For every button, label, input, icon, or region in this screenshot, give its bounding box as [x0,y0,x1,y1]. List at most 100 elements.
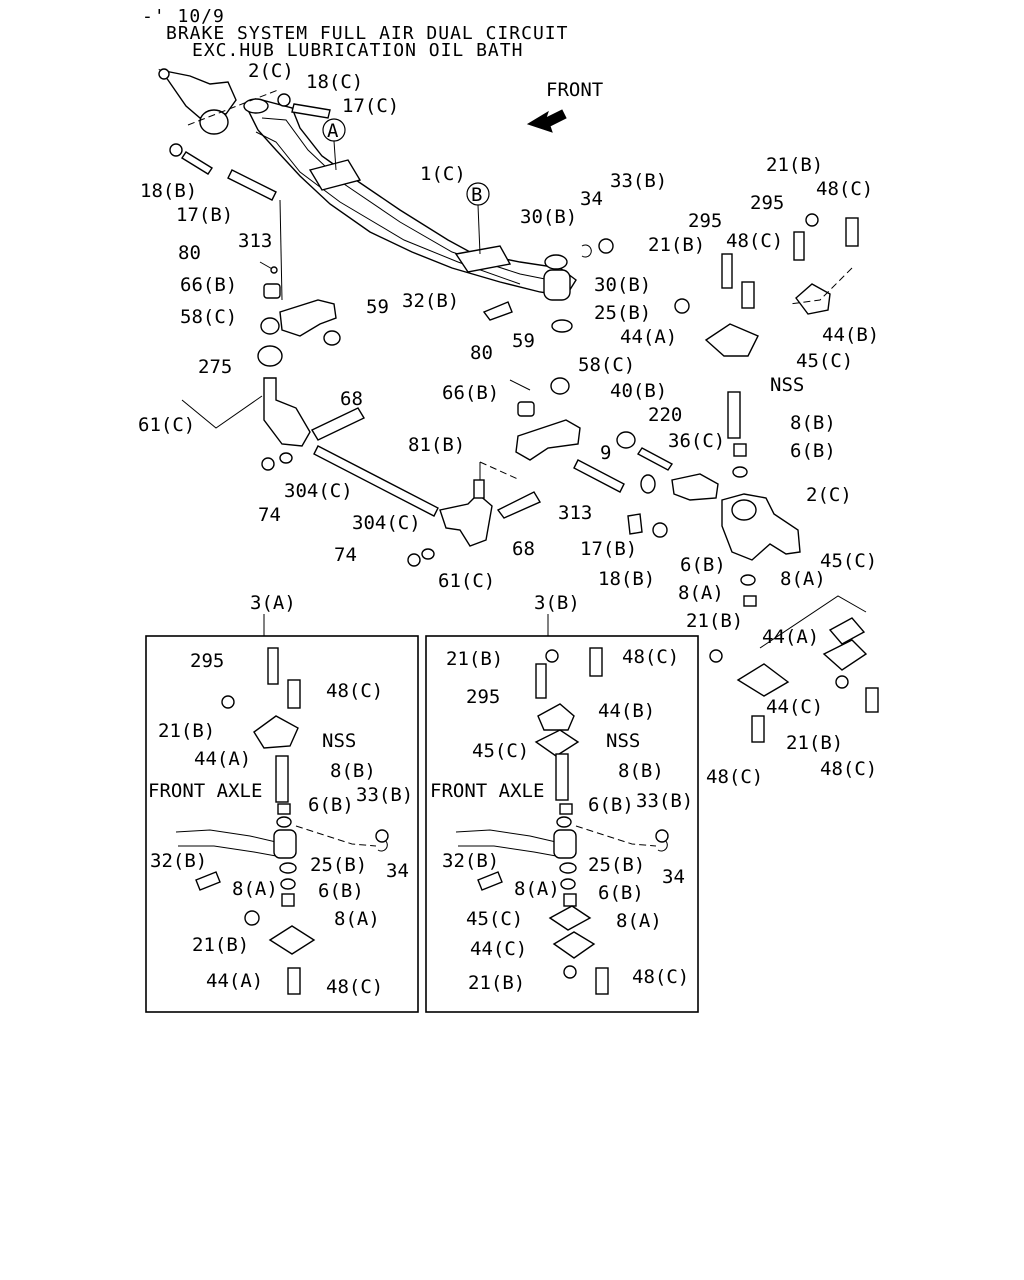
inset-b-label-45c-top: 45(C) [472,740,529,762]
label-8b-tr: 8(B) [790,412,836,434]
plate-45c-right [828,617,866,645]
label-6b-tr: 6(B) [790,440,836,462]
svg-text:B: B [471,184,482,206]
inset-a-label-6b-top: 6(B) [308,794,354,816]
stud-17b-mid [627,513,643,535]
inset-a-label-44a-top: 44(A) [194,748,251,770]
washer-58c-left [260,317,280,335]
fitting-21b-tr2 [805,213,819,227]
callout-a: A [322,118,346,171]
nut-18c [277,93,291,107]
inset-a-label-8a-left: 8(A) [232,878,278,900]
nut-33b-top [598,238,614,254]
inset-a-label-21b-top: 21(B) [158,720,215,742]
bolt-48c-right [751,715,765,743]
cotter-pin-80-left [259,261,278,274]
label-17c-top: 17(C) [342,95,399,117]
inset-b-label-48c-top: 48(C) [622,646,679,668]
label-8a-r1: 8(A) [678,582,724,604]
bushing-40b [616,431,636,449]
label-45c-r: 45(C) [820,550,877,572]
steering-arm-mid [515,419,581,461]
label-313-left: 313 [238,230,272,252]
inset-a-label-21b-bot: 21(B) [192,934,249,956]
bolt-295-tr2 [793,231,805,261]
label-81b: 81(B) [408,434,465,456]
inset-b-label-295: 295 [466,686,500,708]
label-80-left: 80 [178,242,201,264]
arm-36c [671,473,719,501]
label-17b-left: 17(B) [176,204,233,226]
diagram-subtitle: EXC.HUB LUBRICATION OIL BATH [192,40,523,61]
tie-rod-end-61c-left [263,377,311,447]
stud-17b-left [181,151,213,175]
inset-b-label-front-axle: FRONT AXLE [430,780,544,802]
label-58c-mid: 58(C) [578,354,635,376]
label-48c-r2: 48(C) [820,758,877,780]
label-295-tr2: 295 [750,192,784,214]
inset-b-label-44b: 44(B) [598,700,655,722]
washer-6b-lower [740,574,756,586]
label-48c-tr: 48(C) [816,178,873,200]
label-304c-mid: 304(C) [352,512,421,534]
inset-a-label-25b: 25(B) [310,854,367,876]
inset-a-label-34: 34 [386,860,409,882]
pin-32b-top [482,301,513,321]
label-61c-mid: 61(C) [438,570,495,592]
label-68-left: 68 [340,388,363,410]
inset-b-label-8a-left: 8(A) [514,878,560,900]
label-80-mid: 80 [470,342,493,364]
label-8a-r2: 8(A) [780,568,826,590]
label-30b-mid: 30(B) [594,274,651,296]
label-220: 220 [648,404,682,426]
inset-a-label-front-axle: FRONT AXLE [148,780,262,802]
label-32b-top: 32(B) [402,290,459,312]
label-6b-r: 6(B) [680,554,726,576]
nut-74-left [261,457,275,471]
label-21b-tr2: 21(B) [648,234,705,256]
cap-44b-top [795,283,831,315]
label-295-tr1: 295 [688,210,722,232]
label-275: 275 [198,356,232,378]
fitting-21b-tr [674,298,690,314]
inset-a-label-8a-right: 8(A) [334,908,380,930]
label-21b-tr: 21(B) [766,154,823,176]
inset-b-label-48c-bot: 48(C) [632,966,689,988]
nut-59-left [323,330,341,346]
label-18b-left: 18(B) [140,180,197,202]
inset-a-label-33b: 33(B) [356,784,413,806]
label-1c: 1(C) [420,163,466,185]
inset-b-label-nss: NSS [606,730,640,752]
inset-a-label-48c-top: 48(C) [326,680,383,702]
inset-b-label-45c-bot: 45(C) [466,908,523,930]
label-25b-top: 25(B) [594,302,651,324]
inset-b-label-34: 34 [662,866,685,888]
nut-74-mid [407,553,421,567]
front-arrow-icon [526,109,567,133]
inset-b-parts [455,647,669,995]
label-66b-left: 66(B) [180,274,237,296]
nut-18b-mid [652,522,668,538]
washer-6b-right [732,466,748,478]
inset-b-label-21b-bot: 21(B) [468,972,525,994]
inset-a-label-48c-bot: 48(C) [326,976,383,998]
kingpin-313-left [227,169,283,301]
washer-304c-mid [421,548,435,560]
inset-b-label-25b: 25(B) [588,854,645,876]
label-304c-left: 304(C) [284,480,353,502]
fitting-21b-right2 [835,675,849,689]
cap-44a-top [704,323,759,357]
stud-17c [291,103,331,119]
label-17b-mid: 17(B) [580,538,637,560]
label-9: 9 [600,442,611,464]
tie-rod-81b [313,445,439,517]
inset-a-label-44a-bot: 44(A) [206,970,263,992]
label-40b: 40(B) [610,380,667,402]
inset-a-title: 3(A) [250,592,296,614]
inset-b-label-6b-bot: 6(B) [598,882,644,904]
inset-a-parts [175,647,389,995]
inset-b-label-6b-top: 6(B) [588,794,634,816]
clip-34-top [581,244,592,258]
cap-44a-right [736,663,790,697]
label-nss-tr: NSS [770,374,804,396]
